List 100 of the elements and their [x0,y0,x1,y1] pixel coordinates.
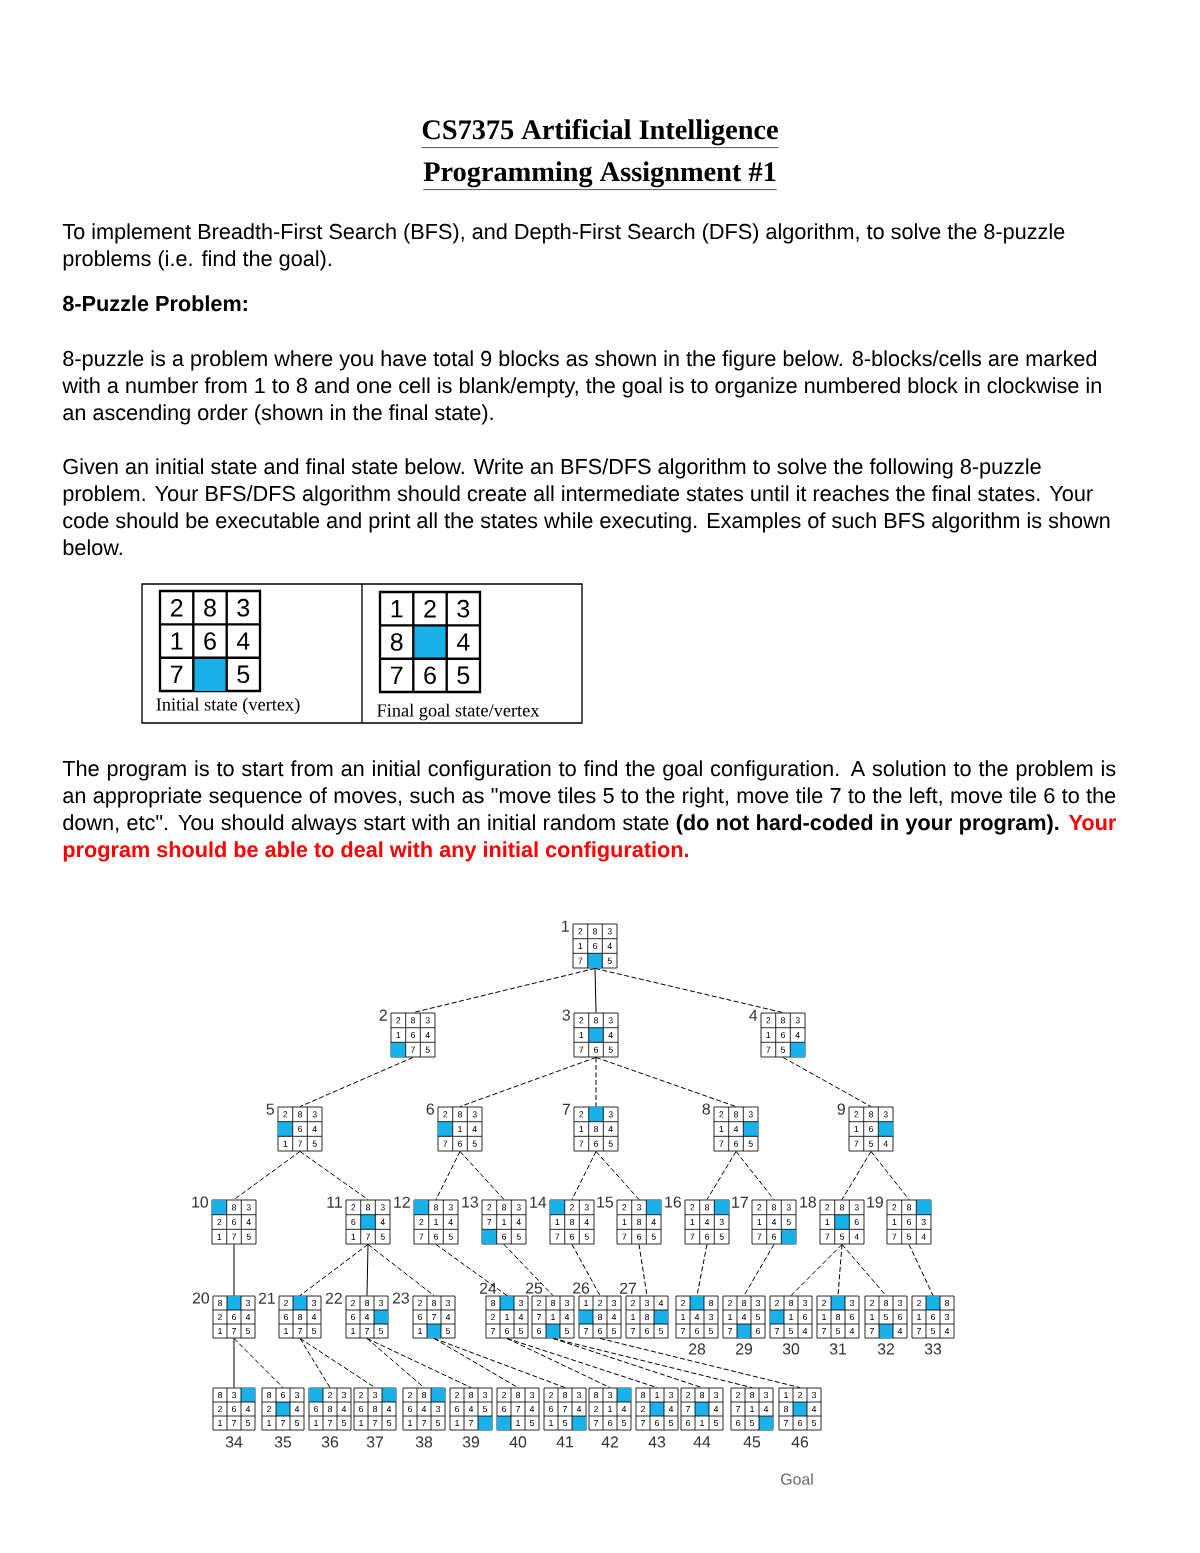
node-label: 3 [921,1218,926,1226]
node-label: 6 [537,1327,542,1335]
state-number: 45 [743,1436,761,1448]
node-label: 5 [312,1140,317,1147]
node-label: 5 [883,1314,889,1321]
node-label: 2 [328,1391,332,1399]
node-label: 6 [686,1419,691,1427]
node-label: 1 [822,1314,826,1320]
node-label: 6 [424,666,436,685]
node-label: 5 [651,1233,656,1240]
node-label: 5 [445,1328,451,1335]
node-label: 1 [314,1420,318,1426]
node-label: 8 [593,1125,599,1133]
node-label: 7 [578,957,583,964]
node-label: 7 [537,1314,541,1320]
puzzle-grid: 2 8 1 4 3 7 6 5 [675,1295,719,1339]
puzzle-grid: 2 3 1 8 4 7 6 5 [549,1199,595,1245]
node-label: 7 [391,666,403,684]
node-label: 2 [631,1299,635,1307]
node-label: 2 [917,1299,921,1307]
node-label: 5 [341,1420,347,1427]
node-label: 5 [435,1420,441,1427]
node-label: 8 [327,1405,333,1413]
node-label: 7 [579,1046,584,1053]
node-label: 6 [594,1140,599,1147]
state-number: 27 [620,1282,637,1294]
node-label: 8 [788,1299,794,1307]
node-label: 2 [594,1405,598,1413]
node-label: 4 [386,1406,392,1412]
state-number: 40 [509,1436,527,1448]
node-label: 1 [579,1126,584,1132]
node-label: 6 [593,942,598,950]
node-label: 6 [931,1313,936,1321]
node-label: 4 [311,1314,317,1320]
puzzle-grid: 2 8 3 6 4 1 7 5 [277,1106,323,1152]
node-label: 3 [246,1204,251,1211]
label: The program is to start from an initial configuration to find the goal configuration. A solution to the problem is [62,760,1116,781]
puzzle-grid: 2 3 1 8 4 7 6 5 [616,1199,662,1245]
node-label: 8 [562,1391,568,1399]
tree-edge [595,1056,737,1108]
node-label: 1 [700,1420,704,1426]
node-label: 8 [297,1111,303,1118]
node-label: 3 [380,1204,385,1211]
node-label: 3 [445,1299,451,1307]
node-label: 4 [611,1314,617,1320]
puzzle-grid: 2 8 3 6 7 4 1 5 [543,1387,587,1431]
node-label: 3 [802,1299,808,1307]
state-number: 4 [749,1009,758,1021]
node-label: 3 [755,1299,761,1307]
node-label: 5 [839,1233,845,1240]
node-label: 1 [283,1140,288,1147]
node-label: 3 [482,1391,488,1399]
state-number: 37 [366,1436,384,1448]
node-label: 7 [563,1406,567,1412]
node-label: 1 [854,1126,859,1132]
node-label: 1 [284,1328,288,1334]
node-label: 1 [549,1420,553,1426]
puzzle-grid: 2 8 3 1 6 7 5 4 [848,1106,894,1152]
node-label: 8 [593,1391,599,1399]
node-label: 8 [501,1204,507,1211]
node-label: 7 [443,1140,448,1147]
node-label: 3 [786,1204,791,1211]
state-number: 15 [597,1196,613,1208]
node-label: 5 [811,1420,817,1427]
node-label: 5 [906,1233,912,1240]
node-label: 6 [232,1218,237,1226]
node-label: 3 [576,1391,582,1399]
title: Programming Assignment #1 [422,161,778,190]
node-label: 5 [564,1328,570,1335]
node-label: 6 [232,1313,237,1321]
puzzle-grid: 2 8 3 1 6 7 5 4 [819,1199,865,1245]
node-label: 5 [748,1140,753,1147]
node-label: 5 [386,1420,392,1427]
node-label: 7 [232,1328,236,1334]
node-label: 3 [372,1391,378,1399]
node-label: 1 [870,1314,874,1320]
node-label: 4 [771,1219,777,1225]
node-label: 7 [736,1406,740,1412]
node-label: 6 [359,1405,364,1413]
node-label: 2 [622,1204,627,1211]
node-label: 2 [418,1299,422,1307]
state-number: 34 [225,1436,243,1448]
node-label: 4 [236,632,250,650]
node-label: 2 [549,1391,553,1399]
node-label: 7 [690,1233,695,1240]
node-label: 3 [231,1391,237,1399]
node-label: 1 [631,1314,635,1320]
node-label: 6 [284,1313,289,1321]
tree-edge [595,1150,640,1201]
node-label: 1 [418,1328,422,1334]
node-label: 7 [281,1420,285,1426]
node-label: 4 [245,1314,251,1320]
puzzle-grid: 2 8 3 6 7 4 1 5 [412,1295,456,1339]
node-label: 2 [284,1299,288,1307]
state-number: 16 [665,1196,681,1208]
node-label: 4 [516,1219,521,1225]
node-label: 6 [434,1233,439,1240]
tree-edge [696,1243,708,1297]
node-label: 8 [266,1391,272,1399]
tree-edge [233,1337,235,1389]
